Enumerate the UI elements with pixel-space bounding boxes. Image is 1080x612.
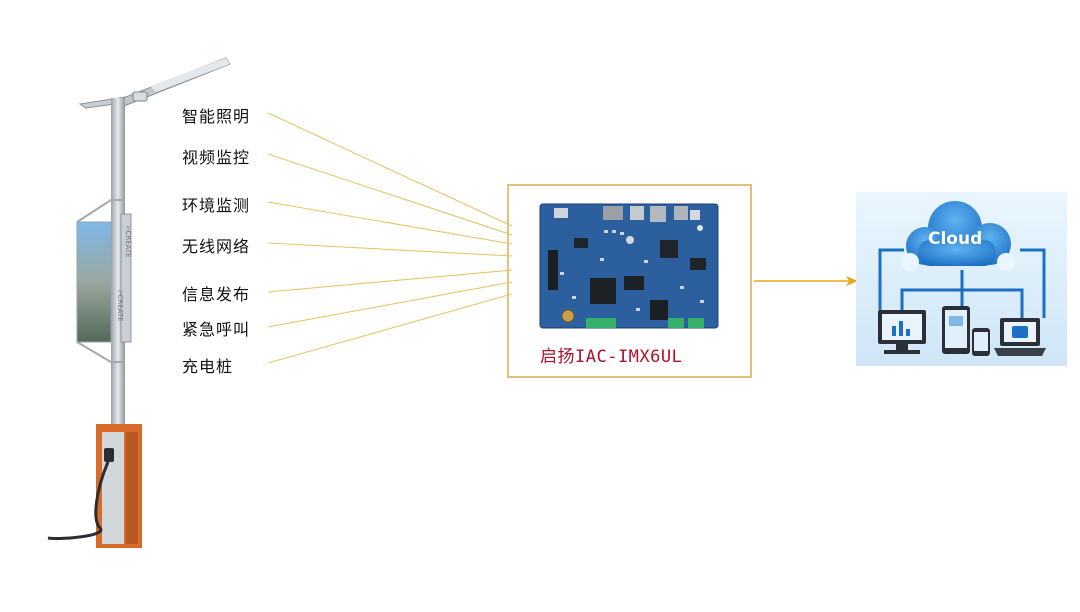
terminal-block <box>586 318 616 328</box>
function-label-info-publish: 信息发布 <box>182 285 251 304</box>
charger-cable <box>47 461 110 540</box>
connector-lines <box>267 112 513 364</box>
cloud-panel <box>856 192 1067 366</box>
connector-line <box>267 153 513 236</box>
pole-shaft <box>111 98 125 428</box>
function-label-emergency: 紧急呼叫 <box>182 320 251 339</box>
connector-line <box>267 201 513 245</box>
controller-box <box>507 184 752 378</box>
function-label-environment: 环境监测 <box>182 196 251 215</box>
function-label-video: 视频监控 <box>182 148 251 167</box>
tablet-icon <box>942 306 970 354</box>
controller-board <box>539 203 719 329</box>
smart-pole: i-CREATE i-CREATE <box>47 57 231 548</box>
lamp-head <box>150 58 230 92</box>
connector-line <box>267 242 513 257</box>
camera-icon <box>132 91 148 102</box>
upload-arrow <box>754 276 858 286</box>
charger-plug-icon <box>104 448 114 462</box>
laptop-icon <box>994 318 1046 356</box>
pole-brand-text: i-CREATE <box>124 226 132 258</box>
connector-line <box>267 293 513 364</box>
connector-line <box>267 281 513 328</box>
connector-line <box>267 112 513 227</box>
screen-bracket <box>120 213 132 343</box>
cloud-icon <box>901 201 1015 271</box>
function-label-lighting: 智能照明 <box>182 107 251 126</box>
function-label-charging: 充电桩 <box>182 357 234 376</box>
arrow-head-icon <box>846 276 858 286</box>
function-label-wireless: 无线网络 <box>182 237 251 256</box>
connector-line <box>267 269 513 293</box>
phone-icon <box>972 328 990 356</box>
pcb-board <box>539 203 719 329</box>
controller-caption: 启扬IAC-IMX6UL <box>540 347 683 367</box>
cpu-chip <box>590 278 616 304</box>
desktop-icon <box>878 310 926 354</box>
info-screen <box>76 221 112 343</box>
pole-brand-text-2: i-CREATE <box>116 290 124 322</box>
cloud-label: Cloud <box>928 229 983 249</box>
